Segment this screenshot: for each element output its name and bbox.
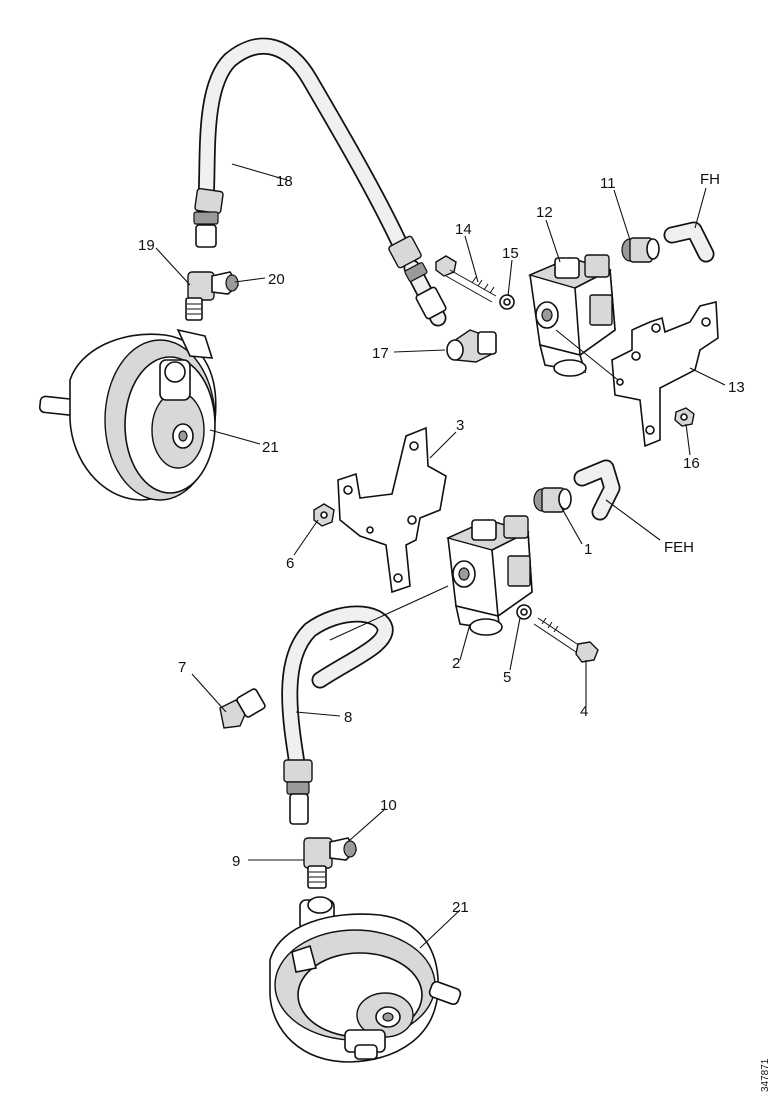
callout-7: 7 (178, 659, 186, 676)
hose-18-fitting-lower (388, 235, 447, 320)
callout-fh: FH (700, 171, 720, 188)
hose-end-fh (663, 221, 715, 263)
callout-18: 18 (276, 173, 293, 190)
mounting-bracket-3 (337, 426, 447, 594)
callout-11: 11 (600, 175, 616, 192)
plug-10 (329, 837, 358, 861)
tee-fitting-19 (185, 271, 215, 321)
hose-end-feh (573, 459, 621, 521)
callout-8: 8 (344, 709, 352, 726)
relay-valve-12 (527, 254, 616, 377)
washer-15 (499, 294, 515, 310)
hose-18 (193, 37, 447, 327)
leader-lines (155, 163, 726, 949)
nut-16 (674, 407, 695, 427)
plug-20 (211, 271, 240, 295)
callout-1: 1 (584, 541, 592, 558)
relay-valve-2 (445, 515, 533, 636)
callout-4: 4 (580, 703, 588, 720)
callout-17: 17 (372, 345, 389, 362)
washer-5 (516, 604, 532, 620)
callout-2: 2 (452, 655, 460, 672)
callout-15: 15 (502, 245, 519, 262)
callout-16: 16 (683, 455, 700, 472)
callout-13: 13 (728, 379, 745, 396)
bolt-4 (533, 617, 599, 663)
brake-chamber-21-upper (38, 328, 217, 501)
callout-9: 9 (232, 853, 240, 870)
elbow-fitting-17 (446, 329, 497, 363)
callout-20: 20 (268, 271, 285, 288)
brake-chamber-21-lower (269, 896, 462, 1063)
bolt-14 (435, 255, 497, 303)
figure-id: 347871 (760, 1058, 771, 1092)
mounting-bracket-13 (611, 300, 719, 448)
callout-5: 5 (503, 669, 511, 686)
callout-feh: FEH (664, 539, 694, 556)
nut-6 (313, 503, 335, 527)
callout-14: 14 (455, 221, 472, 238)
hose-8 (281, 605, 394, 825)
callout-10: 10 (380, 797, 397, 814)
callout-21-upper: 21 (262, 439, 279, 456)
callout-labels: 18 19 20 14 15 12 11 FH 17 13 16 21 3 6 … (138, 171, 745, 916)
fitting-1 (533, 487, 572, 513)
tee-fitting-9 (303, 837, 333, 889)
hose-18-fitting-upper (193, 187, 224, 248)
callout-12: 12 (536, 204, 553, 221)
callout-6: 6 (286, 555, 294, 572)
fitting-7 (219, 688, 266, 729)
fitting-11 (621, 237, 660, 263)
callout-3: 3 (456, 417, 464, 434)
callout-19: 19 (138, 237, 155, 254)
callout-21-lower: 21 (452, 899, 469, 916)
